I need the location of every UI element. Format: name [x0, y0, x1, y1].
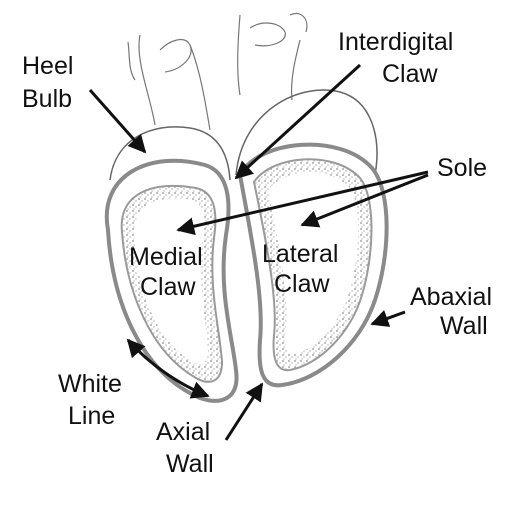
heel-bulb-medial — [109, 126, 231, 181]
label-heel-bulb: Heel Bulb — [22, 52, 80, 113]
arrow-abaxial-wall — [370, 310, 406, 327]
lateral-claw-sole-inner — [268, 172, 359, 355]
arrow-sole-lateral — [300, 173, 429, 228]
label-abaxial-wall: Abaxial Wall — [410, 283, 499, 340]
label-white-line: White Line — [58, 370, 129, 430]
arrow-sole-medial — [176, 170, 429, 236]
label-interdigital-claw: Interdigital Claw — [338, 28, 460, 88]
arrow-axial-wall — [224, 382, 264, 441]
lateral-claw — [237, 142, 389, 388]
label-sole: Sole — [437, 154, 487, 182]
arrow-heel-bulb — [88, 89, 147, 154]
pointer-arrows — [88, 63, 429, 441]
medial-claw-sole-inner — [133, 198, 208, 364]
pastern-sketch — [127, 12, 308, 131]
label-lateral-claw: Lateral Claw — [262, 240, 345, 298]
arrow-interdigital — [234, 63, 362, 180]
heel-bulb-lateral — [235, 89, 378, 176]
label-medial-claw: Medial Claw — [129, 243, 210, 301]
arrow-white-line — [126, 338, 210, 399]
label-axial-wall: Axial Wall — [156, 418, 217, 478]
